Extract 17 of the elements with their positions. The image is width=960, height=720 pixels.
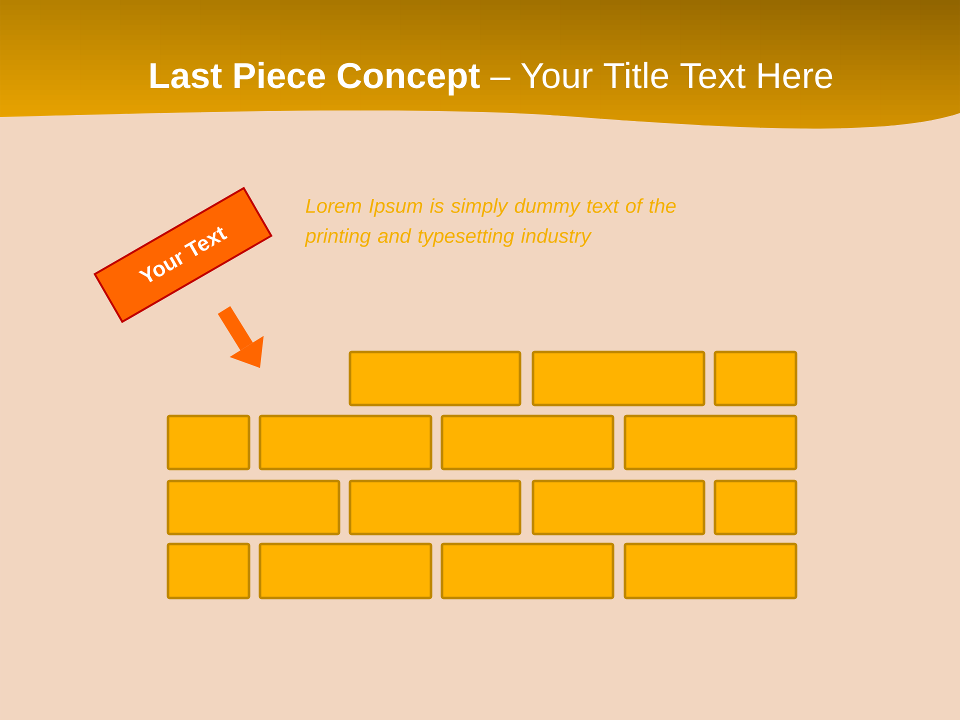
brick — [166, 414, 250, 470]
brick — [258, 414, 432, 470]
brick — [166, 480, 340, 536]
brick — [624, 542, 798, 600]
brick — [440, 542, 614, 600]
brick — [348, 480, 522, 536]
body-text: Lorem Ipsum is simply dummy text of the printing and typesetting industry — [304, 198, 676, 247]
brick — [440, 414, 614, 470]
brick — [166, 542, 250, 600]
brick — [258, 542, 432, 600]
brick — [714, 350, 798, 406]
brick — [532, 350, 706, 406]
brick — [714, 480, 798, 536]
brick — [348, 350, 522, 406]
brick — [624, 414, 798, 470]
brick — [532, 480, 706, 536]
slide-title: Last Piece Concept – Your Title Text Here — [150, 62, 832, 96]
